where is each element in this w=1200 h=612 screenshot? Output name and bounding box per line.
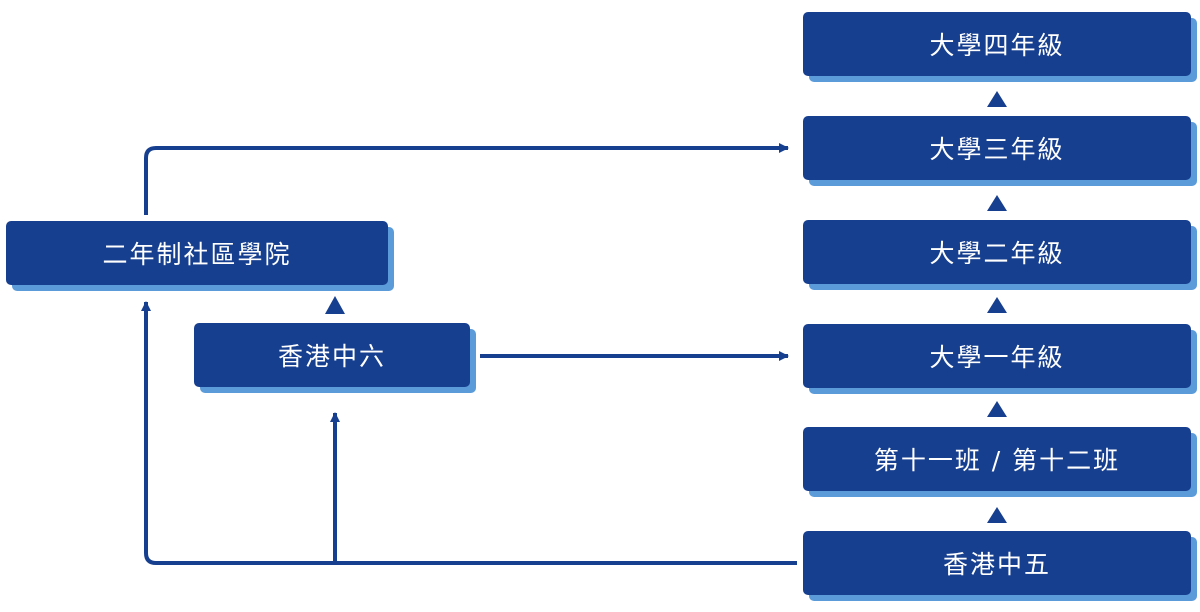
node-year2: 大學二年級 xyxy=(803,220,1191,284)
up-arrow-year2-to-year3 xyxy=(987,195,1007,211)
up-arrow-year3-to-year4 xyxy=(987,91,1007,107)
up-arrow-form67-to-year1 xyxy=(987,401,1007,417)
node-year4: 大學四年級 xyxy=(803,12,1191,76)
up-arrow-year1-to-year2 xyxy=(987,297,1007,313)
connector-form5-to-college xyxy=(141,301,797,565)
node-form67: 第十一班 / 第十二班 xyxy=(803,427,1191,491)
connector-college-to-year3 xyxy=(144,143,789,215)
node-year3: 大學三年級 xyxy=(803,116,1191,180)
node-college: 二年制社區學院 xyxy=(6,221,388,285)
node-form6: 香港中六 xyxy=(194,323,470,387)
up-arrow-form6-to-college xyxy=(325,296,345,314)
node-year1: 大學一年級 xyxy=(803,324,1191,388)
up-arrow-form5-to-form67 xyxy=(987,507,1007,523)
node-form5: 香港中五 xyxy=(803,531,1191,595)
